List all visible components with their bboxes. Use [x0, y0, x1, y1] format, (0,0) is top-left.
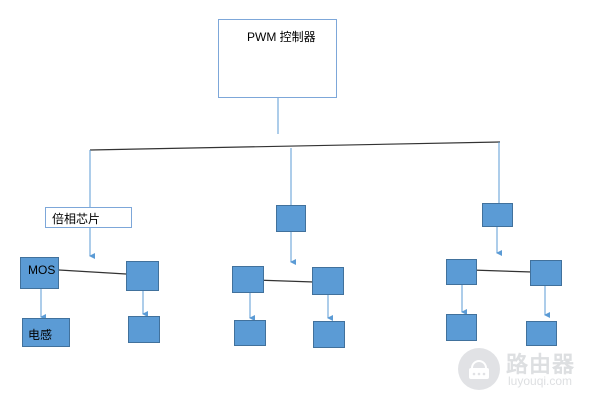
link-mos-pair-1 [58, 269, 127, 275]
phase-doubler-box [45, 207, 132, 228]
watermark-site: luyouqi.com [508, 374, 573, 388]
link-mos-pair-3 [470, 269, 533, 273]
inductor-box-secondary-1 [128, 316, 160, 343]
mos-box-secondary-1 [126, 261, 159, 291]
inductor-box-2a [234, 320, 266, 346]
inductor-box-3b [526, 321, 557, 346]
mos-box-2a [232, 266, 264, 293]
inductor-box [22, 318, 70, 347]
mos-box-3a [446, 259, 477, 285]
inductor-label: 电感 [28, 328, 53, 342]
mos-box [20, 257, 59, 289]
link-mos-pair-2 [254, 279, 315, 283]
phase-node-right [482, 203, 513, 227]
pwm-controller-box [218, 19, 337, 98]
inductor-box-2b [313, 321, 345, 348]
pwm-controller-label: PWM 控制器 [247, 30, 316, 44]
router-logo-icon [458, 348, 500, 390]
watermark: 路由器 luyouqi.com [458, 346, 593, 394]
mos-box-3b [530, 260, 562, 286]
mos-label: MOS [28, 263, 56, 277]
bus-line [89, 141, 501, 151]
phase-node-center [276, 205, 306, 232]
mos-box-2b [312, 267, 344, 295]
watermark-brand: 路由器 [506, 352, 576, 377]
phase-doubler-label: 倍相芯片 [52, 212, 101, 226]
inductor-box-3a [446, 314, 477, 341]
